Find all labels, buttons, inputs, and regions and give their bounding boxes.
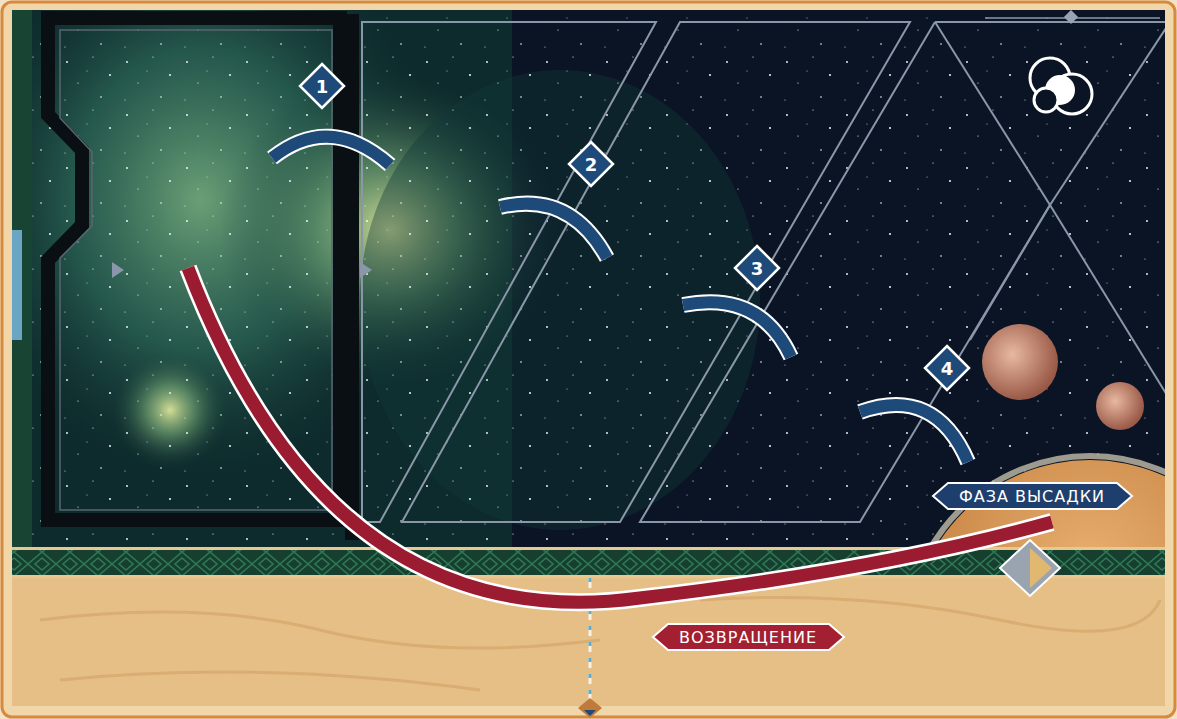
track-arcs: [188, 137, 1052, 603]
diamond-outline: [735, 246, 779, 290]
callout-diamond: 2: [568, 141, 614, 187]
ornament-strip: [12, 548, 1165, 576]
callout-diamond: 3: [734, 245, 780, 291]
callout-number: 3: [751, 258, 764, 279]
planet: [982, 324, 1058, 400]
track-lines: [362, 22, 1165, 522]
phase-icon: [1030, 58, 1092, 114]
phase-banner: ФАЗА ВЫСАДКИ: [931, 481, 1134, 511]
callout-diamond: 1: [299, 63, 345, 109]
phase-label: ВОЗВРАЩЕНИЕ: [679, 628, 817, 647]
phase-label: ФАЗА ВЫСАДКИ: [959, 487, 1105, 506]
planet-horizon: [910, 460, 1165, 550]
planet: [1096, 382, 1144, 430]
diamond-outline: [300, 64, 344, 108]
phase-banner: ВОЗВРАЩЕНИЕ: [651, 622, 846, 652]
callout-number: 1: [316, 76, 329, 97]
callout-number: 4: [941, 358, 954, 379]
callout-diamond: 4: [924, 345, 970, 391]
space-area: [12, 10, 1165, 550]
banner-outline: [653, 624, 844, 650]
banner-outline: [933, 483, 1132, 509]
diamond-outline: [569, 142, 613, 186]
callout-number: 2: [585, 154, 598, 175]
diamond-outline: [925, 346, 969, 390]
